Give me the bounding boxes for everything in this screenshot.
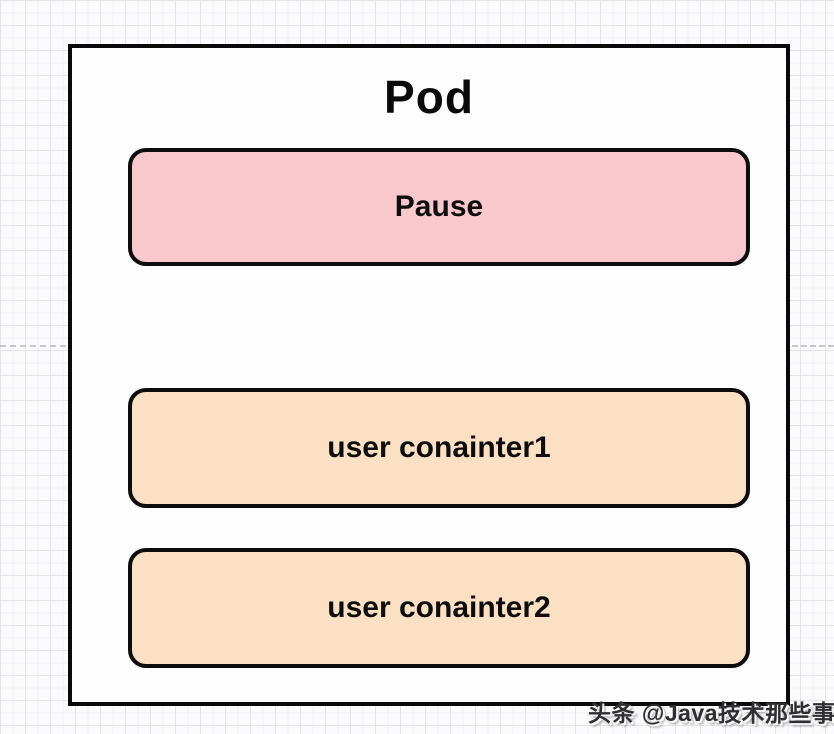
pause-container-box: Pause xyxy=(128,148,750,266)
pod-box: Pod Pause user conainter1 user conainter… xyxy=(68,44,790,706)
user-container-1-box: user conainter1 xyxy=(128,388,750,508)
alignment-guide-right xyxy=(792,345,834,347)
pod-title: Pod xyxy=(384,71,474,123)
user-container-2-label: user conainter2 xyxy=(327,591,551,624)
alignment-guide-left xyxy=(0,345,66,347)
pause-container-label: Pause xyxy=(394,190,484,223)
user-container-2-box: user conainter2 xyxy=(128,548,750,668)
user-container-1-label: user conainter1 xyxy=(327,431,551,464)
watermark-text: 头条 @Java技术那些事 xyxy=(588,700,834,726)
